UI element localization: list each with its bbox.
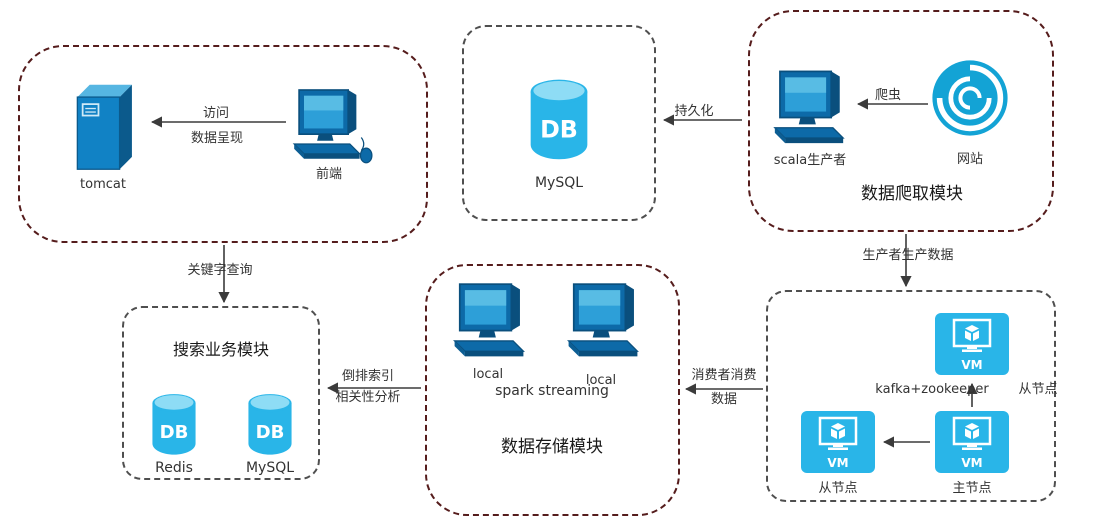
desktop-computer-icon xyxy=(286,86,376,166)
db-icon-text: DB xyxy=(160,422,189,443)
node-label-slave-left: 从节点 xyxy=(818,481,858,496)
edge-label-persist: 持久化 xyxy=(674,104,714,119)
swirl-icon xyxy=(930,58,1010,138)
node-label-master: 主节点 xyxy=(952,481,992,496)
node-label-slave-top: 从节点 xyxy=(1018,382,1058,397)
vm-icon: VM xyxy=(934,410,1010,474)
module-title-search: 搜索业务模块 xyxy=(172,340,270,359)
node-label-tomcat: tomcat xyxy=(80,177,126,192)
edge-label-consumer-consume-1: 消费者消费 xyxy=(691,368,757,383)
edge-label-keyword-query: 关键字查询 xyxy=(187,263,253,278)
caption-kafka-zookeeper: kafka+zookeeper xyxy=(875,382,989,397)
database-icon: DB xyxy=(240,392,300,456)
server-icon xyxy=(66,83,138,171)
node-label-local2: local xyxy=(585,373,617,388)
edge-label-producer-produce: 生产者生产数据 xyxy=(862,248,954,263)
desktop-computer-icon xyxy=(446,280,532,364)
desktop-computer-icon xyxy=(560,280,646,364)
vm-icon: VM xyxy=(800,410,876,474)
module-storage xyxy=(425,264,680,516)
edge-label-crawl: 爬虫 xyxy=(874,88,902,103)
module-search xyxy=(122,306,320,480)
vm-icon-text: VM xyxy=(961,456,982,470)
module-cluster xyxy=(766,290,1056,502)
caption-spark-streaming: spark streaming xyxy=(495,383,609,399)
vm-icon-text: VM xyxy=(961,358,982,372)
node-label-scala-producer: scala生产者 xyxy=(773,153,847,168)
module-crawler xyxy=(748,10,1054,232)
module-persistence xyxy=(462,25,656,221)
vm-icon: VM xyxy=(934,312,1010,376)
module-web xyxy=(18,45,428,243)
edge-label-data-render: 数据呈现 xyxy=(190,131,244,146)
db-icon-text: DB xyxy=(540,115,578,143)
database-icon: DB xyxy=(527,76,591,162)
node-label-website: 网站 xyxy=(956,152,984,167)
edge-label-inverted-index: 倒排索引 xyxy=(341,369,395,384)
edge-label-relevance: 相关性分析 xyxy=(335,390,401,405)
module-title-storage: 数据存储模块 xyxy=(501,437,603,457)
desktop-computer-icon xyxy=(766,68,852,150)
db-icon-text: DB xyxy=(256,422,285,443)
node-label-redis: Redis xyxy=(155,460,193,476)
node-label-search-mysql: MySQL xyxy=(245,460,295,476)
edge-label-consumer-consume-2: 数据 xyxy=(710,392,738,407)
node-label-mysql: MySQL xyxy=(534,175,584,191)
node-label-local1: local xyxy=(472,367,504,382)
module-title-crawler: 数据爬取模块 xyxy=(861,184,963,204)
vm-icon-text: VM xyxy=(827,456,848,470)
edge-label-visit: 访问 xyxy=(202,106,230,121)
node-label-frontend: 前端 xyxy=(315,167,343,182)
database-icon: DB xyxy=(144,392,204,456)
